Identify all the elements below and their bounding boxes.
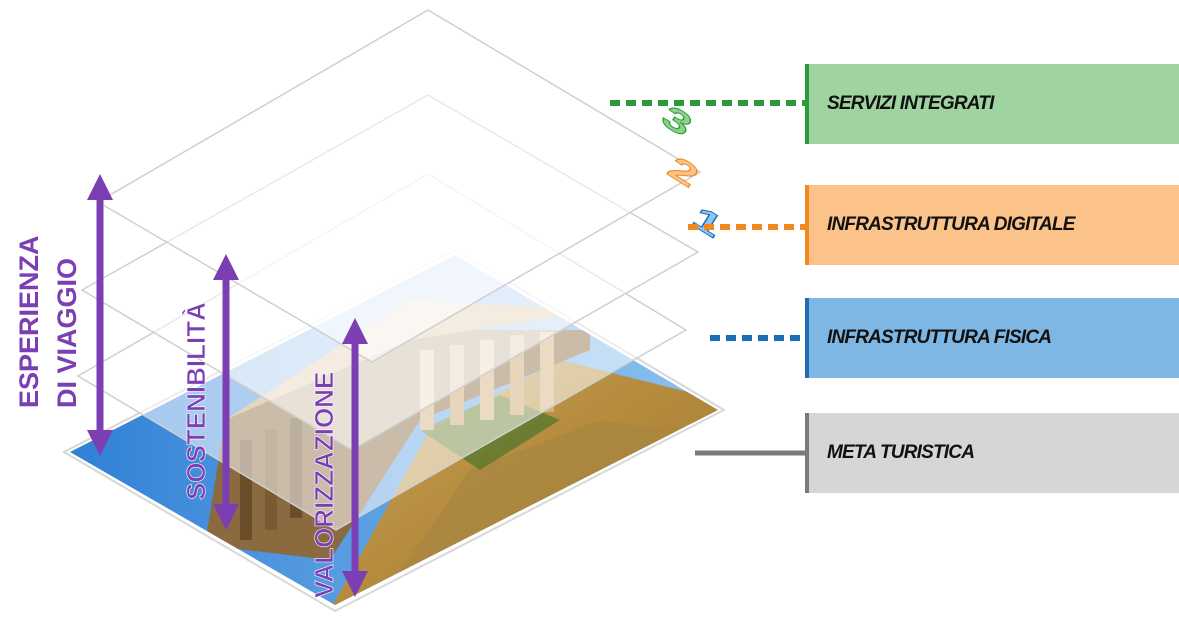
plane-3 xyxy=(96,9,702,363)
layer-label-servizi-integrati: SERVIZI INTEGRATI xyxy=(805,64,1179,144)
plane-number-1: 1 xyxy=(686,200,729,245)
layer-label-meta-turistica: META TURISTICA xyxy=(805,413,1179,493)
layer-label-infrastruttura-digitale: INFRASTRUTTURA DIGITALE xyxy=(805,185,1179,265)
layer-label-text: SERVIZI INTEGRATI xyxy=(827,93,994,114)
axis-label-di-viaggio: DI VIAGGIO xyxy=(52,258,82,408)
layer-label-text: META TURISTICA xyxy=(827,442,975,463)
axis-label-valorizzazione: VALORIZZAZIONE xyxy=(309,372,339,598)
layer-label-text: INFRASTRUTTURA FISICA xyxy=(827,327,1052,348)
arrow-sostenibilita xyxy=(213,254,239,530)
layer-label-text: INFRASTRUTTURA DIGITALE xyxy=(827,214,1075,235)
axis-label-esperienza: ESPERIENZA xyxy=(14,235,44,408)
arrow-valorizzazione xyxy=(342,318,368,597)
layer-label-infrastruttura-fisica: INFRASTRUTTURA FISICA xyxy=(805,298,1179,378)
arrow-esperienza xyxy=(87,174,113,456)
axis-label-sostenibilita: SOSTENIBILITÀ xyxy=(181,302,211,500)
